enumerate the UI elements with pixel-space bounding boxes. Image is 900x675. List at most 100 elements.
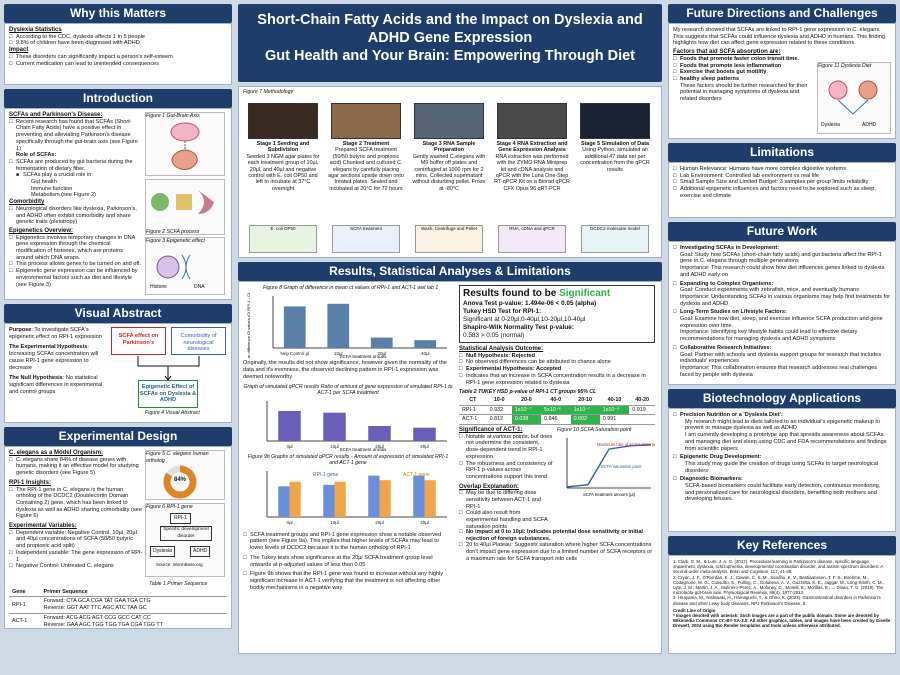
role-text: SCFAs are produced by gut bacteria durin… (9, 159, 141, 172)
x-axis-title: SCFA treatment groups (340, 354, 388, 358)
biotech-sub: I am currently developing a prototype ap… (685, 432, 887, 452)
table-cell: RPI-1 (459, 405, 487, 416)
fw-title: Investigating SCFAs in Development: (673, 245, 891, 252)
fig2-caption: Figure 2 SCFA process (146, 228, 200, 235)
var-item: Dependent variable: Negative Control, 10… (9, 530, 143, 550)
why-box: Dyslexia Statistics According to the CDC… (4, 23, 232, 85)
visual-arrows (137, 356, 200, 381)
tick-label: 10µl (330, 444, 339, 449)
future-work-item: Investigating SCFAs in Development:Goal:… (673, 245, 891, 279)
overlap-label: Overlap Explanation: (459, 483, 520, 490)
legend-act: ACT-1 gene (403, 472, 430, 478)
legend-rpi: RPI-1 gene (313, 472, 339, 478)
exp-hyp-text: : Increasing SCFAs concentration will ca… (9, 344, 99, 371)
rpi-text: The RPI-1 gene in C. elegans is the huma… (9, 487, 143, 521)
saturation-note: SCFA saturation point (601, 464, 642, 469)
figure-rpi-gene: Figure 6 RPI-1 gene RPI-1 Specific devel… (145, 503, 225, 577)
tick-label: 40µl (421, 351, 430, 356)
figure-scfa-process: Figure 2 SCFA process (145, 179, 225, 235)
fw-importance: Importance: This research could show how… (680, 265, 885, 278)
rpi1-node: RPI-1 (170, 513, 191, 524)
limit-item: Human Relevance: Humans have more comple… (673, 166, 891, 173)
diet-illustration (828, 80, 878, 115)
center-column: Short-Chain Fatty Acids and the Impact o… (238, 4, 662, 671)
stage-thumb: E. coli OP50 (249, 225, 317, 253)
model-text: C. elegans share 84% of disease genes wi… (9, 457, 143, 477)
table-cell: ACT-1 (459, 414, 487, 426)
table-head-gene: Gene (9, 587, 41, 598)
var-item: Independent variable: The gene expressio… (9, 550, 143, 563)
results-para1: Originally, the results did not show sig… (243, 360, 447, 380)
results-bullet: The Tukey tests show significance at the… (243, 555, 453, 568)
biotech-title: Epigenetic Drug Development: (673, 454, 891, 461)
tick-label: 0µl (286, 444, 292, 449)
fw-goal: Goal: Conduct experiments with zebrafish… (680, 287, 860, 294)
future-dir-box: My research showed that SCFAs are linked… (668, 23, 896, 139)
ref-item: 2. Cryan, J. F., O'Riordan, K. J., Cowan… (673, 574, 884, 596)
future-work-item: Expanding to Complex Organisms:Goal: Con… (673, 281, 891, 308)
left-column: Why this Matters Dyslexia Statistics Acc… (4, 4, 232, 671)
biotech-box: Precision Nutrition or a 'Dyslexia Diet'… (668, 408, 896, 532)
stage-title: Stage 3 RNA Sample Preparation (422, 141, 476, 154)
table-cell: 0.038 (511, 414, 541, 426)
stage-title: Stage 5 Simulation of Data (581, 141, 649, 147)
sig-word: Significant (559, 288, 611, 299)
dna-label: DNA (194, 284, 205, 291)
methodology-box: Figure 7 Methodology Stage 1 Seeding and… (238, 86, 662, 258)
intro-box: SCFAs and Parkinson's Disease: Recent re… (4, 108, 232, 300)
tick-label: 0µl (286, 520, 292, 525)
factors-note: These factors should be further research… (680, 82, 808, 103)
null-hyp-label: The Null Hypothesis (9, 375, 63, 382)
max-rate-note: Maximum rate of SCFA absorption (597, 442, 655, 447)
ortholog-percent: 84% (174, 477, 187, 483)
poster-title: Short-Chain Fatty Acids and the Impact o… (238, 4, 662, 82)
tick-label: 20µl (375, 444, 384, 449)
fw-importance: Importance: This collaboration ensures t… (680, 364, 878, 378)
bar (289, 481, 301, 518)
biotech-header: Biotechnology Applications (668, 389, 896, 408)
bar (278, 410, 301, 441)
table-cell: 0.812 (486, 414, 512, 426)
stat-item: 9.8% of children have been diagnosed wit… (9, 40, 227, 47)
fw-importance: Importance: Identifying key lifestyle ha… (680, 329, 858, 343)
table2-caption: Table 2 TUKEY HSD p-value of RPI-1 CT gr… (459, 389, 597, 396)
table-gene: RPI-1 (9, 596, 41, 614)
tick-label: 10µl (330, 520, 339, 525)
factor-item: Exercise that boosts gut motility (673, 69, 813, 76)
tick-label: 40µl (420, 444, 429, 449)
future-dir-text: My research showed that SCFAs are linked… (673, 27, 885, 47)
table-head-cell: CT (459, 395, 487, 406)
why-header: Why this Matters (4, 4, 232, 23)
fig5-caption: Figure 5 C. elegans human ortholog (146, 451, 209, 464)
stage-photo (580, 103, 650, 139)
limits-header: Limitations (668, 143, 896, 162)
null-hyp-text: : No statistical significant differences… (9, 375, 103, 395)
biotech-item: Diagnostic Biomarkers:SCFA-based biomark… (673, 476, 891, 503)
results-box: Figure 8 Graph of difference in mean ct … (238, 281, 662, 654)
fig1-caption: Figure 1 Gut-Brain Axis (146, 113, 200, 119)
credit-label: Credit Line of Origin (673, 607, 716, 613)
rpi-label: RPI-1 Insights: (9, 479, 52, 486)
tick-label: 20µl (377, 351, 386, 356)
stage-text: Seeded 3 NGM agar plates for each treatm… (246, 153, 320, 192)
table-cell: 1x10⁻⁸ (599, 405, 630, 416)
factor-item: Foods that promote less inflammation (673, 63, 813, 70)
primer-forward: Forward: CTA GCA CGA TAT GAA TGA CTG (43, 598, 151, 605)
limit-item: Small Sample Size and Limited Budget: 3 … (673, 179, 891, 186)
node-scfa-parkinsons: SCFA effect on Parkinson's (111, 327, 166, 355)
future-work-header: Future Work (668, 222, 896, 241)
x-axis-title: SCFA treatment groups (340, 447, 388, 451)
bar (323, 412, 346, 441)
fw-importance: Importance: Understanding SCFAs in vario… (680, 293, 891, 307)
role-item: Gut health (31, 179, 57, 186)
limits-box: Human Relevance: Humans have more comple… (668, 162, 896, 218)
right-column: Future Directions and Challenges My rese… (668, 4, 896, 671)
